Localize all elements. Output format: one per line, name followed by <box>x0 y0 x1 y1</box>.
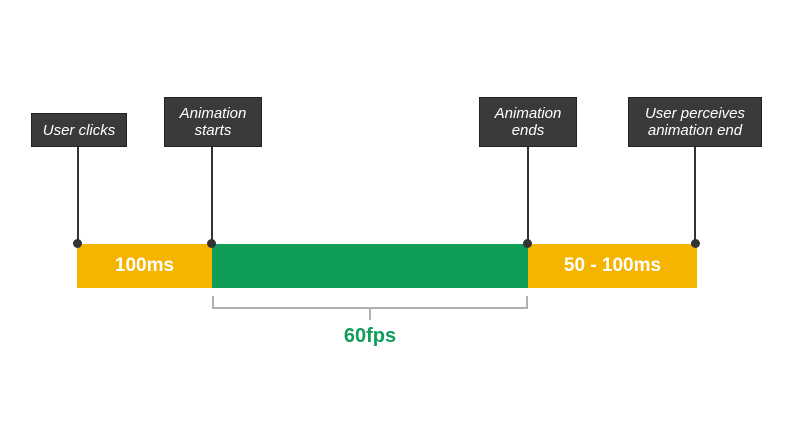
fps-label: 60fps <box>343 325 397 347</box>
event-label-user-perceives-end: User perceives animation end <box>628 97 762 147</box>
fps-bracket <box>212 296 528 320</box>
segment-input-delay: 100ms <box>77 244 212 288</box>
stem-user-clicks <box>77 147 79 244</box>
marker-user-clicks <box>73 239 82 248</box>
marker-user-perceives <box>691 239 700 248</box>
fps-bracket-line <box>212 296 528 320</box>
marker-animation-ends <box>523 239 532 248</box>
stem-animation-ends <box>527 147 529 244</box>
segment-perception-delay: 50 - 100ms <box>528 244 697 288</box>
segment-animation <box>212 244 528 288</box>
event-label-animation-ends: Animation ends <box>479 97 577 147</box>
stem-user-perceives <box>694 147 696 244</box>
event-label-animation-starts: Animation starts <box>164 97 262 147</box>
marker-animation-starts <box>207 239 216 248</box>
stem-animation-starts <box>211 147 213 244</box>
event-label-user-clicks: User clicks <box>31 113 127 147</box>
